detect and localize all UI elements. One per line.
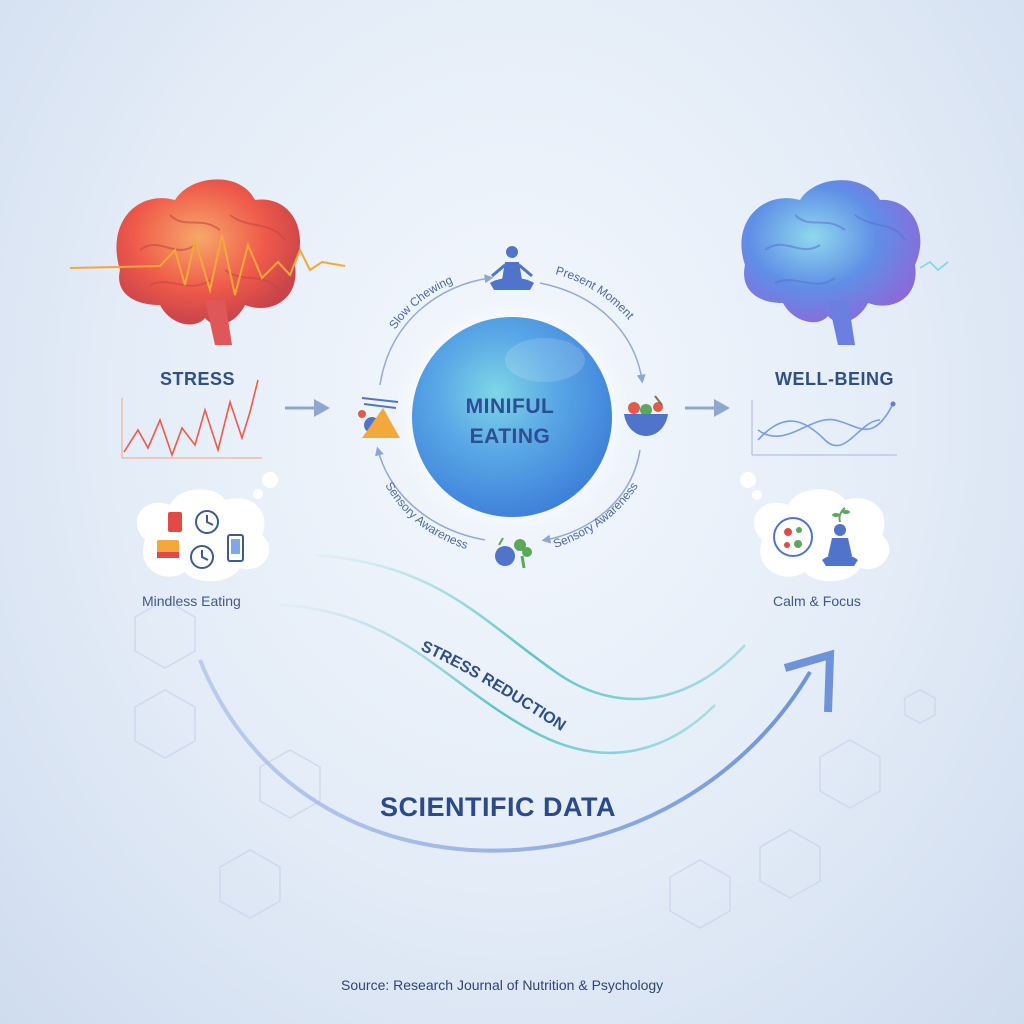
scientific-data-label: SCIENTIFIC DATA [380,792,616,822]
chopsticks-icon [358,397,400,438]
flow-arrow-left [285,399,330,417]
brain-stress-icon [69,179,346,345]
calm-focus-label: Calm & Focus [773,593,861,609]
phone-icon [227,534,244,562]
wellbeing-title: WELL-BEING [775,369,894,389]
flow-arrow-right [685,399,730,417]
cycle-arcs [375,274,646,544]
vegetables-icon [495,537,532,569]
bowl-icon [624,395,668,436]
wellbeing-chart [751,400,897,456]
thought-bubble-right [740,472,890,582]
fast-food-icon [157,512,182,558]
mindless-eating-label: Mindless Eating [142,593,241,609]
mindful-eating-title-line1: MINIFUL [465,395,555,418]
hexagon-decor [134,599,936,929]
salad-plate-icon [773,517,813,557]
stress-title: STRESS [160,369,236,389]
mindful-eating-sphere [394,299,630,535]
brain-calm-icon [741,180,949,345]
thought-bubble-left [136,472,278,582]
stress-reduction-label: STRESS REDUCTION [418,638,568,735]
source-citation: Source: Research Journal of Nutrition & … [341,977,664,993]
scientific-data-arc [198,649,835,853]
mindful-eating-title: MINIFUL EATING [420,392,600,452]
stress-reduction-waves [279,553,746,755]
stress-chart [121,379,262,459]
meditation-icon [490,246,534,290]
meditating-plant-icon [822,507,858,566]
mindful-eating-title-line2: EATING [469,425,551,448]
clock-icon [190,510,219,569]
